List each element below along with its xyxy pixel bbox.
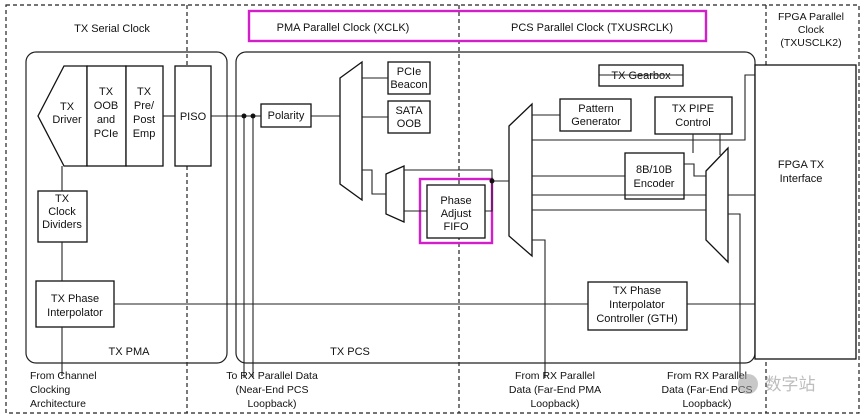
label-line: OOB — [94, 100, 118, 112]
pcs-mux — [508, 102, 533, 258]
label-line: (Near-End PCS — [236, 384, 309, 396]
label-line: (TXUSCLK2) — [780, 37, 841, 49]
label-line: Driver — [52, 114, 82, 126]
label-line: Polarity — [268, 110, 305, 122]
label-line: PCIe — [94, 128, 118, 140]
tx-gearbox-label: TX Gearbox — [611, 70, 671, 82]
pma-clock-label: PMA Parallel Clock (XCLK) — [277, 22, 410, 34]
label-line: TX Phase — [613, 285, 661, 297]
label-line: TX PIPE — [672, 103, 714, 115]
label-line: Pattern — [578, 103, 613, 115]
wechat-icon — [738, 374, 758, 394]
label-line: Control — [675, 117, 710, 129]
pcs-clock-label: PCS Parallel Clock (TXUSRCLK) — [511, 22, 673, 34]
label-line: SATA — [395, 105, 423, 117]
fpga-side-mux — [705, 146, 729, 264]
tx-oob-block — [86, 65, 127, 167]
label-line: Phase — [440, 195, 471, 207]
label-line: Emp — [133, 128, 156, 140]
encoder-8b10b-label: 8B/10B Encoder — [634, 164, 675, 190]
phase-interpolator-block — [35, 280, 115, 328]
label-line: Controller (GTH) — [596, 313, 677, 325]
label-line: FPGA Parallel — [778, 11, 844, 23]
label-line: From Channel — [30, 370, 97, 382]
label-line: Clocking — [30, 384, 70, 396]
label-line: OOB — [397, 118, 421, 130]
fpga-tx-interface-label: FPGA TX Interface — [778, 159, 825, 185]
signal-wires — [61, 74, 755, 378]
sata-oob-block — [387, 100, 431, 134]
watermark-text: 数字站 — [765, 375, 816, 394]
label-line: Beacon — [390, 79, 427, 91]
label-line: Post — [133, 114, 155, 126]
polarity-label: Polarity — [268, 110, 305, 122]
label-line: Architecture — [30, 398, 86, 410]
label-line: Clock — [48, 206, 76, 218]
tx-pcs-label: TX PCS — [330, 346, 370, 358]
outer-frame — [5, 4, 860, 414]
label-line: From RX Parallel — [667, 370, 747, 382]
watermark: 数字站 — [738, 374, 816, 394]
pcie-beacon-block — [387, 61, 431, 95]
label-line: TX — [55, 193, 70, 205]
label-line: 8B/10B — [636, 164, 672, 176]
label-line: Dividers — [42, 219, 82, 231]
piso-label: PISO — [180, 111, 207, 123]
label-line: Loopback) — [247, 398, 296, 410]
parallel-clock-highlight — [247, 9, 708, 43]
label-line: Interface — [780, 173, 823, 185]
to-rx-parallel-label: To RX Parallel Data (Near-End PCS Loopback… — [226, 370, 318, 410]
pma-mux — [339, 60, 363, 202]
label-line: To RX Parallel Data — [226, 370, 318, 382]
label-line: TX — [60, 101, 75, 113]
pi-controller-block — [587, 281, 688, 331]
label-line: TX Gearbox — [611, 70, 671, 82]
label-line: Data (Far-End PCS — [661, 384, 752, 396]
label-line: Interpolator — [609, 299, 665, 311]
phase-adjust-fifo-block — [426, 184, 486, 239]
label-line: PCIe — [397, 66, 421, 78]
label-line: Pre/ — [134, 100, 155, 112]
label-line: Data (Far-End PMA — [509, 384, 601, 396]
label-line: PISO — [180, 111, 207, 123]
label-line: Clock — [798, 24, 825, 36]
label-line: TX Phase — [51, 293, 99, 305]
tx-pipe-control-label: TX PIPE Control — [672, 103, 714, 129]
tx-pma-label: TX PMA — [109, 346, 151, 358]
label-line: Generator — [571, 116, 621, 128]
label-line: FIFO — [443, 221, 468, 233]
fpga-tx-interface-block — [754, 64, 857, 360]
label-line: TX — [99, 86, 114, 98]
label-line: Loopback) — [682, 398, 731, 410]
label-line: Interpolator — [47, 307, 103, 319]
encoder-8b10b-block — [624, 152, 685, 200]
tx-pma-section — [25, 51, 228, 364]
label-line: and — [97, 114, 115, 126]
fifo-mux — [385, 164, 405, 224]
label-line: Loopback) — [530, 398, 579, 410]
tx-pipe-control-block — [654, 96, 733, 135]
serial-clock-label: TX Serial Clock — [74, 23, 150, 35]
pattern-generator-block — [559, 98, 632, 132]
label-line: TX — [137, 86, 152, 98]
label-line: FPGA TX — [778, 159, 825, 171]
label-line: Encoder — [634, 178, 675, 190]
label-line: Adjust — [441, 208, 472, 220]
label-line: From RX Parallel — [515, 370, 595, 382]
